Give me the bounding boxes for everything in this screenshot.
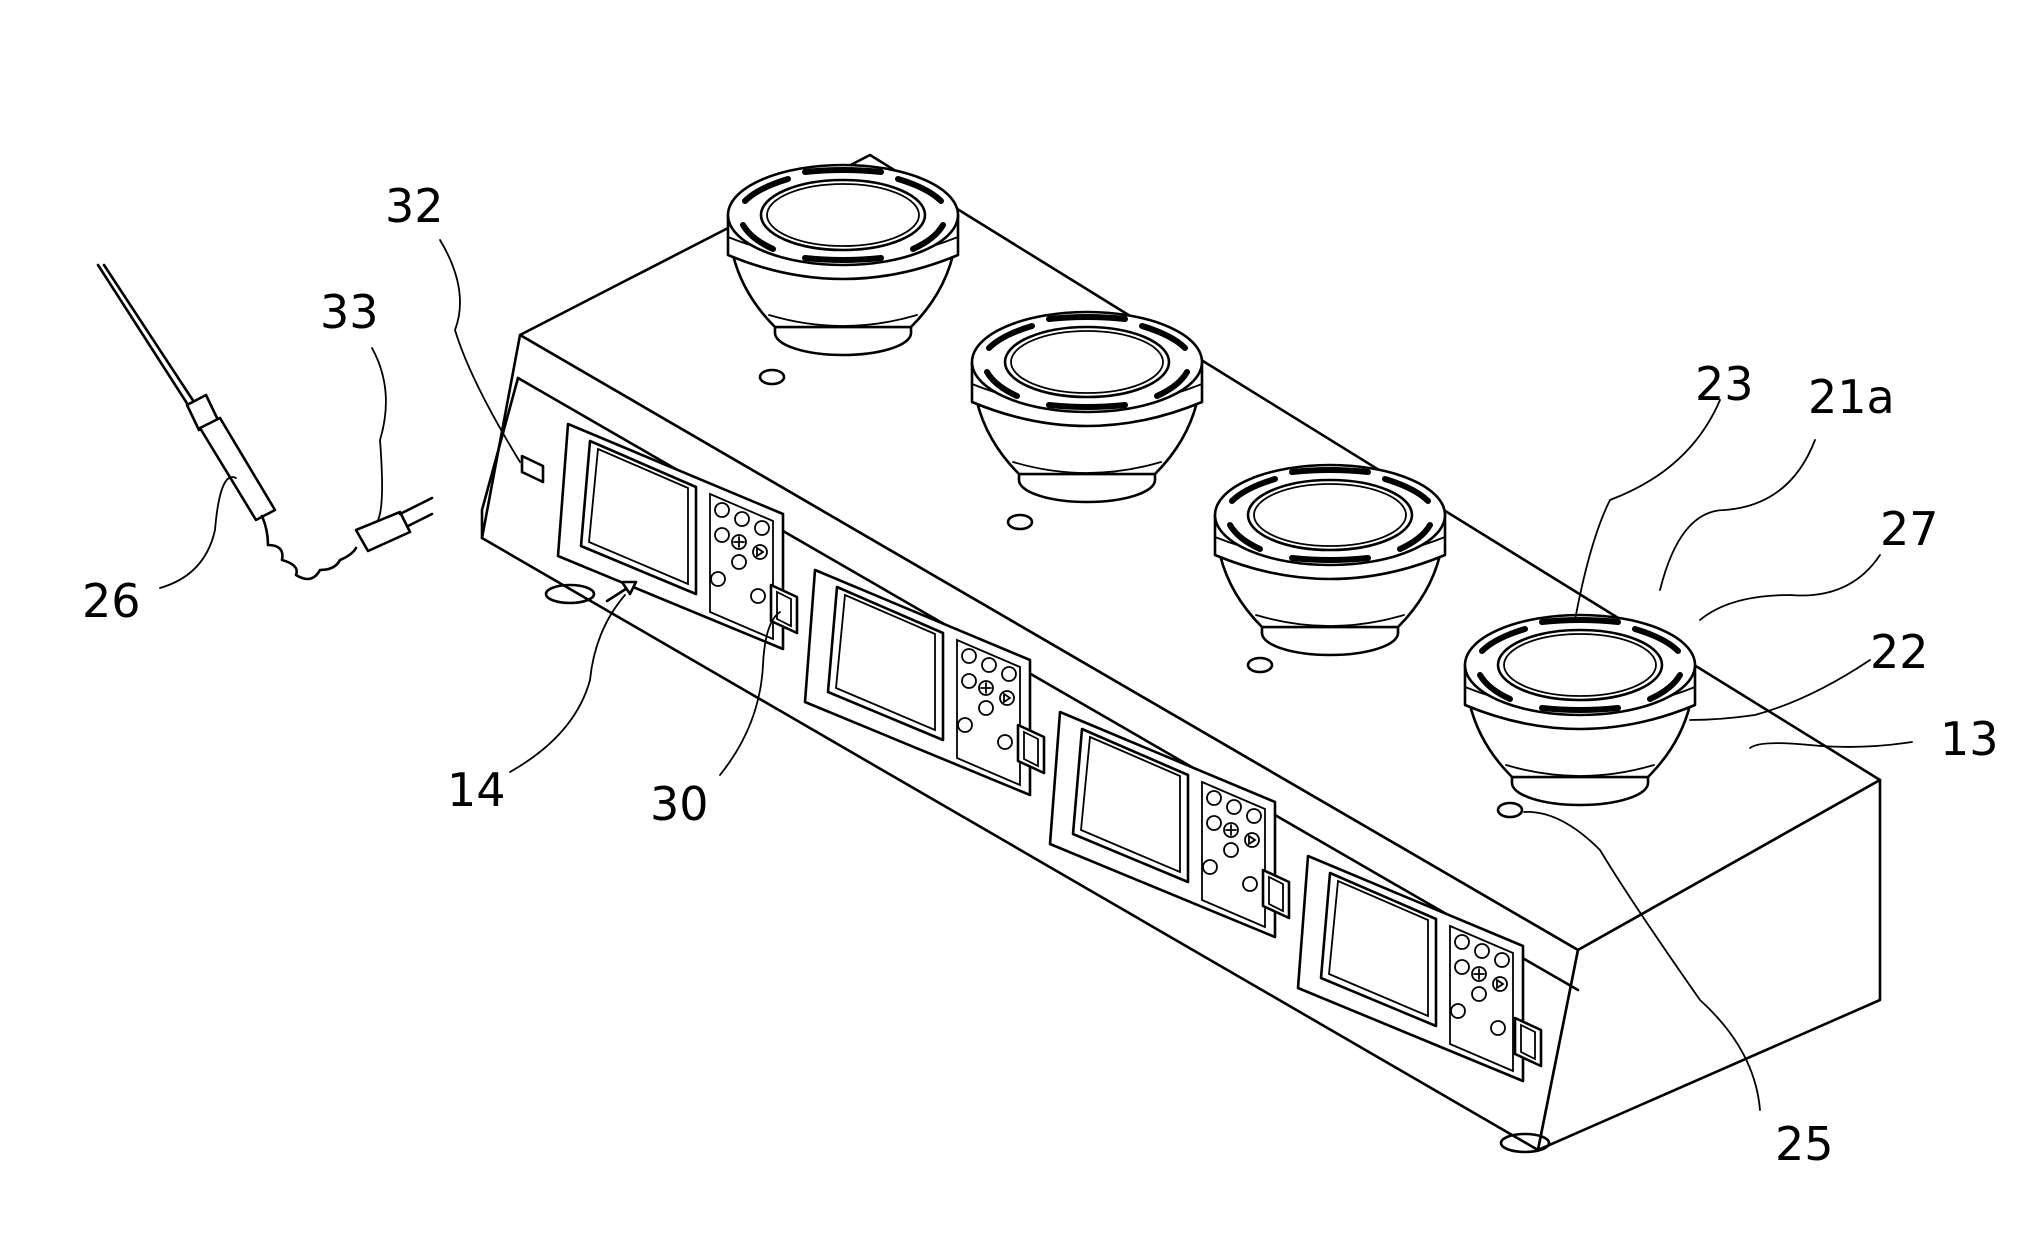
label-27: 27 bbox=[1880, 502, 1939, 556]
label-33: 33 bbox=[320, 285, 379, 339]
reference-labels: 32 33 26 14 30 23 21a 27 22 13 25 bbox=[82, 179, 1999, 1171]
probe-plug bbox=[354, 510, 412, 553]
sensor-hole bbox=[1246, 656, 1274, 674]
label-26: 26 bbox=[82, 574, 141, 628]
power-switches bbox=[769, 583, 1543, 1068]
sensor-hole bbox=[758, 368, 786, 386]
sensor-hole bbox=[1496, 801, 1524, 819]
label-21a: 21a bbox=[1808, 370, 1895, 424]
label-30: 30 bbox=[650, 777, 709, 831]
label-13: 13 bbox=[1940, 712, 1999, 766]
temperature-probe bbox=[96, 263, 434, 581]
foot bbox=[544, 583, 596, 605]
label-25: 25 bbox=[1775, 1117, 1834, 1171]
label-22: 22 bbox=[1870, 625, 1929, 679]
leader-lines bbox=[159, 239, 1913, 1111]
label-32: 32 bbox=[385, 179, 444, 233]
sensor-hole bbox=[1006, 513, 1034, 531]
probe-socket bbox=[520, 454, 545, 484]
foot bbox=[1499, 1132, 1551, 1154]
label-14: 14 bbox=[447, 763, 506, 817]
label-23: 23 bbox=[1695, 357, 1754, 411]
